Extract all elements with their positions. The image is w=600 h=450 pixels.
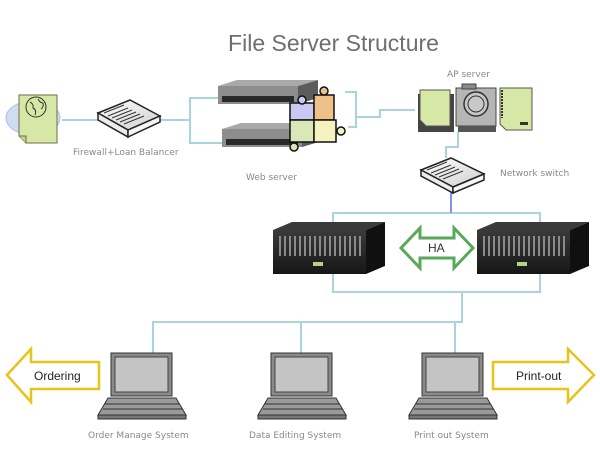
order-manage-system-label: Order Manage System [88, 431, 189, 441]
ap-server-label: AP server [447, 70, 490, 80]
link-firewall-webservers [158, 97, 222, 144]
ordering-label: Ordering [34, 369, 81, 383]
link-apserver-switch [445, 132, 459, 158]
firewall-switch-icon [96, 99, 162, 139]
printout-arrow [491, 345, 596, 406]
laptop-order-manage-icon [97, 352, 187, 420]
laptop-print-out-icon [408, 352, 498, 420]
printout-label: Print-out [516, 369, 562, 383]
connector-lines [62, 91, 541, 354]
link-storage-clients [152, 292, 463, 354]
ha-label: HA [428, 241, 445, 255]
network-switch-label: Network switch [500, 169, 570, 179]
globe-document-icon [5, 94, 61, 144]
ap-server-icon [418, 83, 533, 132]
storage-array-primary-icon [273, 222, 385, 274]
laptop-data-editing-icon [257, 352, 347, 420]
ha-arrow [398, 224, 476, 272]
storage-array-secondary-icon [477, 222, 589, 274]
diagram-title: File Server Structure [228, 30, 439, 56]
puzzle-icon [289, 86, 346, 152]
ordering-arrow [5, 345, 101, 406]
network-switch-icon [419, 157, 486, 195]
print-out-system-label: Print out System [414, 431, 489, 441]
web-server-label: Web server [246, 173, 297, 183]
link-webservers-apserver [345, 91, 415, 128]
firewall-label: Firewall+Loan Balancer [73, 148, 179, 158]
data-editing-system-label: Data Editing System [249, 431, 342, 441]
